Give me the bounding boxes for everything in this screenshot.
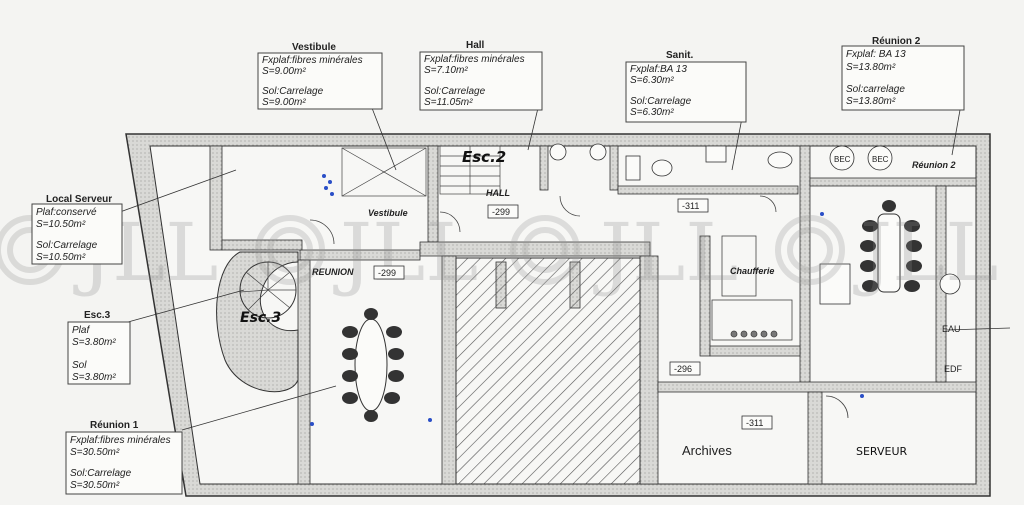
callout-line: Fxplaf:fibres minérales [424, 54, 525, 65]
callout-title: Sanit. [666, 50, 693, 61]
callout-title: Vestibule [292, 42, 336, 53]
callout-local-serveur: Local Serveur Plaf:conservé S=10.50m² So… [31, 194, 123, 265]
callout-line: Sol:carrelage [846, 84, 905, 95]
courtyard-hatched [455, 257, 641, 485]
level-marker: -311 [746, 418, 763, 428]
room-serveur: SERVEUR [856, 445, 908, 458]
callout-line: S=10.50m² [36, 219, 86, 230]
callout-line: S=3.80m² [72, 372, 116, 383]
callout-line: Plaf [72, 325, 90, 336]
meeting-table-reunion1 [342, 308, 404, 422]
callout-line: Fxplaf:BA 13 [630, 64, 687, 75]
callout-title: Hall [466, 40, 485, 51]
callout-reunion1: Réunion 1 Fxplaf:fibres minérales S=30.5… [65, 420, 183, 495]
callout-line: S=11.05m² [424, 97, 473, 108]
room-hall: HALL [486, 188, 510, 198]
callout-line: S=13.80m² [846, 62, 896, 73]
callout-title: Réunion 1 [90, 420, 139, 431]
level-marker: -299 [378, 268, 396, 278]
room-esc2: Esc.2 [462, 148, 506, 166]
callout-line: S=9.00m² [262, 97, 306, 108]
callout-line: Sol [72, 360, 87, 371]
callout-line: S=30.50m² [70, 447, 120, 458]
room-reunion: REUNION [312, 267, 354, 277]
meeting-table-reunion2 [860, 200, 922, 293]
callout-reunion2: Réunion 2 Fxplaf: BA 13 S=13.80m² Sol:ca… [841, 36, 965, 111]
callout-line: Sol:Carrelage [36, 240, 98, 251]
label-bec-2: BEC [872, 155, 889, 164]
callout-line: Fxplaf:fibres minérales [70, 435, 171, 446]
callout-line: S=13.80m² [846, 96, 896, 107]
callout-line: S=6.30m² [630, 75, 674, 86]
room-archives: Archives [682, 443, 732, 458]
callout-line: Fxplaf: BA 13 [846, 49, 906, 60]
callout-line: S=30.50m² [70, 480, 120, 491]
label-edf: EDF [944, 364, 963, 374]
door-swings [309, 195, 849, 419]
callout-title: Réunion 2 [872, 36, 921, 47]
room-reunion2: Réunion 2 [912, 160, 956, 170]
callout-line: Sol:Carrelage [630, 96, 692, 107]
callout-line: S=6.30m² [630, 107, 674, 118]
watermark-jll-4: JLL [853, 206, 998, 299]
callout-vestibule: Vestibule Fxplaf:fibres minérales S=9.00… [257, 42, 383, 110]
callout-line: Sol:Carrelage [262, 86, 324, 97]
callout-line: Fxplaf:fibres minérales [262, 55, 363, 66]
callout-line: Sol:Carrelage [424, 86, 486, 97]
label-eau: EAU [942, 324, 961, 334]
callout-line: Sol:Carrelage [70, 468, 132, 479]
level-markers: -299 -299 -311 -296 -311 [373, 198, 773, 430]
label-bec-1: BEC [834, 155, 851, 164]
callout-line: S=9.00m² [262, 66, 306, 77]
room-esc3: Esc.3 [240, 310, 281, 326]
callout-hall: Hall Fxplaf:fibres minérales S=7.10m² So… [419, 40, 543, 111]
stair-esc2 [439, 145, 501, 195]
room-chaufferie: Chaufferie [730, 266, 774, 276]
vestibule-ceiling-mark [341, 147, 427, 197]
callout-line: S=3.80m² [72, 337, 116, 348]
callout-esc3: Esc.3 Plaf S=3.80m² Sol S=3.80m² [67, 310, 131, 385]
room-vestibule: Vestibule [368, 208, 408, 218]
stair-esc3 [216, 251, 299, 393]
callout-line: S=7.10m² [424, 65, 468, 76]
detector-dots [310, 174, 864, 426]
sanitary-fixtures [549, 143, 961, 305]
leader-lines [119, 107, 1011, 431]
callout-title: Esc.3 [84, 310, 111, 321]
watermark-jll-2: JLL [333, 206, 478, 299]
boiler-equipment [711, 235, 793, 341]
callout-title: Local Serveur [46, 194, 112, 205]
callout-line: Plaf:conservé [36, 207, 97, 218]
level-marker: -296 [674, 364, 692, 374]
watermark-jll-3: JLL [593, 206, 738, 299]
callout-line: S=10.50m² [36, 252, 86, 263]
callout-sanit: Sanit. Fxplaf:BA 13 S=6.30m² Sol:Carrela… [625, 50, 747, 123]
level-marker: -311 [682, 201, 699, 211]
level-marker: -299 [492, 207, 510, 217]
